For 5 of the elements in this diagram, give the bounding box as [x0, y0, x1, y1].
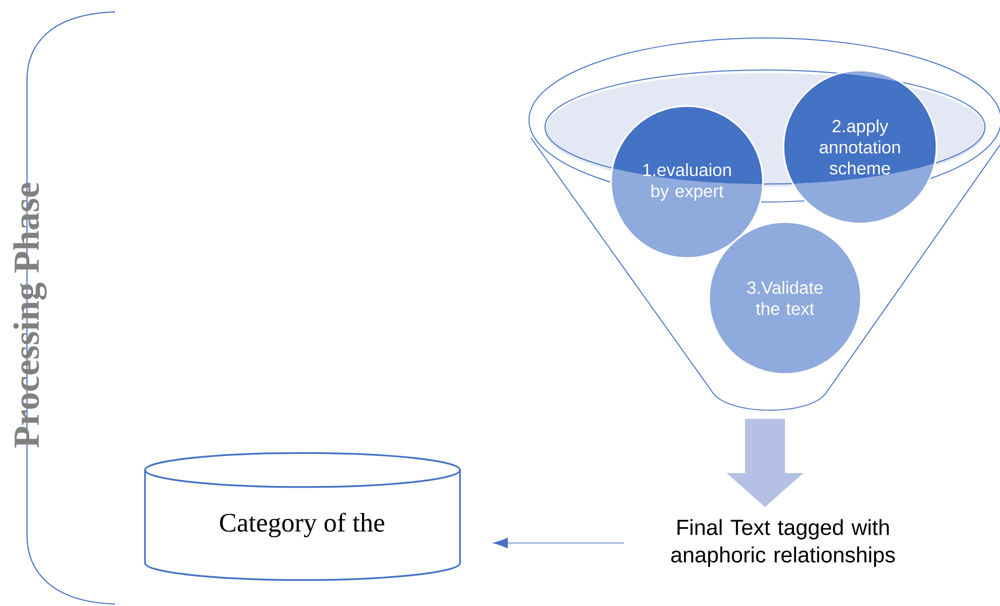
- result-text: Final Text tagged with anaphoric relationships: [671, 519, 895, 567]
- node-label: Category of the: [220, 512, 384, 538]
- database-cylinder: Category of the: [144, 452, 461, 581]
- phase-label: Processing Phase: [13, 182, 47, 448]
- arrow: [493, 538, 624, 548]
